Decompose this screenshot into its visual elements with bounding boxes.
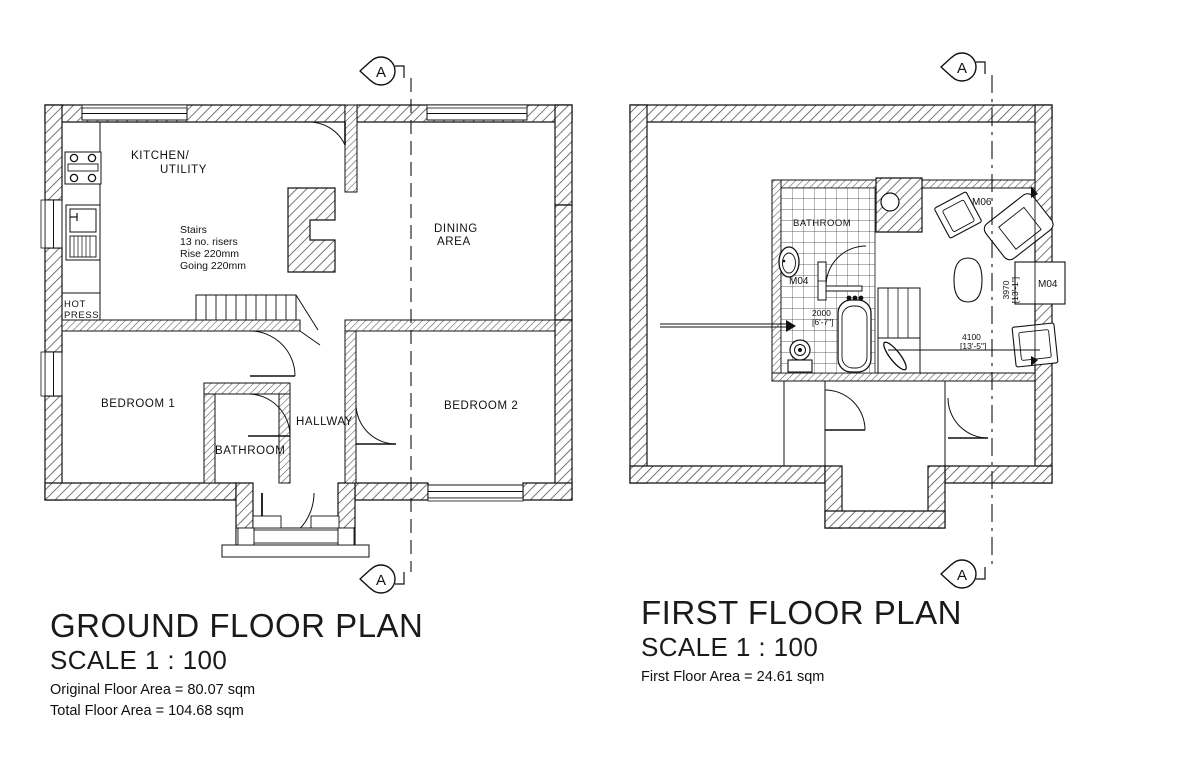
gf-section-label-bottom: A bbox=[376, 572, 386, 589]
gf-section-marker-top: A bbox=[359, 56, 405, 86]
stairs-note-line-2: 13 no. risers bbox=[180, 236, 238, 248]
ground-floor-scale: SCALE 1 : 100 bbox=[50, 644, 228, 675]
gf-windows bbox=[40, 104, 528, 502]
first-floor-area: First Floor Area = 24.61 sqm bbox=[641, 668, 825, 685]
ground-floor-title: GROUND FLOOR PLAN bbox=[50, 607, 424, 644]
ff-section-marker-bottom: A bbox=[940, 559, 986, 589]
ground-floor-original-area: Original Floor Area = 80.07 sqm bbox=[50, 681, 256, 698]
stairs-note-line-3: Rise 220mm bbox=[180, 248, 239, 260]
label-kitchen-utility-line2: UTILITY bbox=[160, 164, 207, 176]
gf-kitchen-fixtures bbox=[64, 151, 102, 261]
stairs-note-line-1: Stairs bbox=[180, 224, 207, 236]
ff-doors bbox=[783, 245, 989, 466]
tag-m04-bathroom: M04 bbox=[789, 276, 809, 287]
first-floor-plan-drawing: A A BATHROOM M04 M06 M04 2000 [6'-7"] 41… bbox=[629, 52, 1066, 589]
dim-3970-value: 3970 bbox=[1001, 280, 1011, 299]
gf-section-label-top: A bbox=[376, 64, 386, 81]
gf-stairs-note: Stairs 13 no. risers Rise 220mm Going 22… bbox=[180, 224, 246, 272]
ff-section-marker-top: A bbox=[940, 52, 986, 82]
label-ff-bathroom: BATHROOM bbox=[793, 218, 851, 229]
dim-2000-imperial: [6'-7"] bbox=[812, 317, 834, 327]
label-bedroom-1: BEDROOM 1 bbox=[101, 398, 175, 410]
dim-4100-value: 4100 bbox=[962, 332, 981, 342]
dim-4100-imperial: [13'-5"] bbox=[960, 341, 986, 351]
label-kitchen-utility-line1: KITCHEN/ bbox=[131, 150, 190, 162]
label-dining-area-line2: AREA bbox=[437, 236, 471, 248]
gf-porch bbox=[221, 515, 370, 558]
first-floor-title-block: FIRST FLOOR PLAN SCALE 1 : 100 First Flo… bbox=[641, 595, 962, 688]
ff-bathroom-partition bbox=[817, 261, 863, 301]
label-hot-press-line2: PRESS bbox=[64, 310, 99, 321]
first-floor-scale: SCALE 1 : 100 bbox=[641, 631, 819, 662]
ff-dormer-walls bbox=[771, 177, 1036, 382]
ff-stairs bbox=[877, 287, 921, 374]
label-bedroom-2: BEDROOM 2 bbox=[444, 400, 518, 412]
ff-section-label-bottom: A bbox=[957, 567, 967, 584]
gf-section-marker-bottom: A bbox=[359, 564, 405, 594]
tag-m06: M06 bbox=[972, 197, 992, 208]
ff-external-walls bbox=[629, 104, 1053, 529]
first-floor-title: FIRST FLOOR PLAN bbox=[641, 594, 962, 631]
ground-floor-plan-drawing: A A KITCHEN/ UTILITY DINING AREA BEDROOM… bbox=[40, 56, 573, 594]
label-hot-press-line1: HOT bbox=[64, 299, 86, 310]
label-hallway: HALLWAY bbox=[296, 416, 353, 428]
ff-bathroom-fixtures bbox=[778, 246, 872, 373]
ground-floor-title-block: GROUND FLOOR PLAN SCALE 1 : 100 Original… bbox=[50, 608, 423, 722]
ff-dimension-lines bbox=[660, 186, 1040, 370]
ff-dimension-text: 2000 [6'-7"] 4100 [13'-5"] 3970 [13'-1"] bbox=[812, 277, 1020, 351]
ff-furniture bbox=[934, 191, 1066, 368]
tag-m04-bedroom: M04 bbox=[1038, 279, 1058, 290]
label-dining-area-line1: DINING bbox=[434, 223, 478, 235]
label-bathroom: BATHROOM bbox=[215, 445, 285, 457]
ff-labels: BATHROOM M04 M06 M04 bbox=[789, 197, 1058, 290]
gf-room-labels: KITCHEN/ UTILITY DINING AREA BEDROOM 1 B… bbox=[64, 150, 518, 457]
gf-stairs bbox=[195, 294, 321, 346]
ground-floor-total-area: Total Floor Area = 104.68 sqm bbox=[50, 702, 244, 719]
ff-section-label-top: A bbox=[957, 60, 967, 77]
dim-3970-imperial: [13'-1"] bbox=[1010, 277, 1020, 303]
dim-2000-value: 2000 bbox=[812, 308, 831, 318]
stairs-note-line-4: Going 220mm bbox=[180, 260, 246, 272]
